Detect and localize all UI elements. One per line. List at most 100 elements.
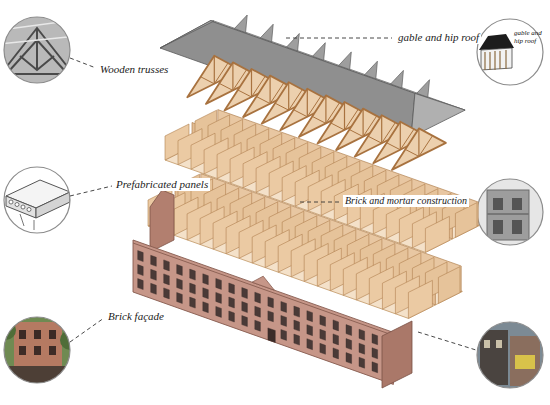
facade-window bbox=[216, 278, 222, 289]
partition-wall bbox=[438, 267, 460, 304]
truss-web bbox=[288, 82, 289, 110]
facade-window bbox=[255, 320, 261, 331]
facade-window bbox=[164, 274, 170, 285]
facade-window bbox=[164, 288, 170, 299]
callout-label: Brick façade bbox=[106, 310, 166, 323]
facade-window bbox=[255, 306, 261, 317]
leader-line bbox=[286, 38, 392, 39]
brick-facade bbox=[133, 240, 393, 384]
truss-photo bbox=[0, 14, 76, 86]
masonry-photo bbox=[477, 179, 543, 245]
facade-window bbox=[177, 293, 183, 304]
facade-window bbox=[203, 302, 209, 313]
facade-window bbox=[294, 334, 300, 345]
facade-window bbox=[320, 329, 326, 340]
building-exploded bbox=[133, 15, 479, 388]
photo-frame bbox=[477, 179, 543, 245]
facade-window bbox=[281, 330, 287, 341]
leader-line bbox=[70, 318, 104, 342]
roof-hip bbox=[160, 21, 214, 48]
leader-lines bbox=[70, 38, 476, 350]
facade-window bbox=[320, 343, 326, 354]
truss-web bbox=[405, 149, 419, 156]
facade-window bbox=[164, 260, 170, 271]
facade-window bbox=[229, 297, 235, 308]
facade-window bbox=[177, 265, 183, 276]
facade-window bbox=[346, 325, 352, 336]
photo-frame bbox=[4, 317, 70, 383]
facade-window bbox=[138, 251, 144, 262]
callout-label: Wooden trusses bbox=[98, 63, 170, 76]
photo-frame bbox=[477, 322, 543, 388]
truss-web bbox=[363, 109, 364, 137]
facade-pediment bbox=[252, 276, 274, 290]
facade-window bbox=[320, 315, 326, 326]
truss-web bbox=[387, 143, 401, 150]
callout-label: gable and hip roof bbox=[396, 31, 481, 44]
facade-photo bbox=[0, 315, 80, 388]
facade-window bbox=[372, 334, 378, 345]
facade-window bbox=[359, 329, 365, 340]
facade-window bbox=[307, 311, 313, 322]
facade-window bbox=[190, 297, 196, 308]
facade-window bbox=[307, 339, 313, 350]
partition-wall bbox=[455, 203, 477, 238]
facade-window bbox=[294, 320, 300, 331]
facade-window bbox=[229, 311, 235, 322]
truss-web bbox=[331, 123, 345, 130]
truss-web bbox=[275, 103, 289, 110]
callout-label: Prefabricated panels bbox=[114, 178, 210, 191]
truss-web bbox=[344, 102, 345, 130]
truss-web bbox=[368, 136, 382, 143]
facade-window bbox=[177, 279, 183, 290]
facade-window bbox=[216, 292, 222, 303]
truss-web bbox=[418, 128, 419, 156]
facade-window bbox=[372, 362, 378, 373]
facade-window bbox=[242, 316, 248, 327]
truss-web bbox=[419, 136, 433, 157]
leader-line bbox=[70, 58, 96, 68]
facade-window bbox=[190, 269, 196, 280]
facade-window bbox=[372, 348, 378, 359]
truss-web bbox=[256, 97, 270, 104]
photo-frame bbox=[477, 19, 543, 85]
truss-web bbox=[232, 62, 233, 90]
callout-label: Brick and mortar construction bbox=[343, 195, 469, 207]
photo-frame bbox=[4, 17, 70, 83]
facade-window bbox=[151, 255, 157, 266]
facade-window bbox=[359, 357, 365, 368]
facade-window bbox=[255, 292, 261, 303]
truss-web bbox=[238, 90, 252, 97]
truss-web bbox=[400, 122, 401, 150]
photo-frame bbox=[4, 167, 70, 233]
facade-window bbox=[268, 297, 274, 308]
truss-web bbox=[251, 69, 252, 97]
gable-end-wall bbox=[150, 190, 174, 252]
facade-window bbox=[268, 311, 274, 322]
facade-window bbox=[190, 283, 196, 294]
facade-window bbox=[281, 316, 287, 327]
facade-window bbox=[203, 288, 209, 299]
leader-line bbox=[70, 186, 112, 196]
leader-line bbox=[300, 202, 341, 203]
facade-window bbox=[333, 334, 339, 345]
truss-web bbox=[214, 56, 215, 84]
facade-window bbox=[242, 288, 248, 299]
facade-window bbox=[333, 320, 339, 331]
facade-window bbox=[229, 283, 235, 294]
wooden-truss bbox=[392, 128, 446, 170]
facade-window bbox=[216, 306, 222, 317]
end-wall bbox=[382, 321, 412, 388]
street-photo bbox=[477, 322, 543, 388]
facade-window bbox=[151, 283, 157, 294]
entrance-door bbox=[268, 328, 275, 343]
leader-line bbox=[418, 332, 476, 350]
roof-sketch bbox=[477, 19, 543, 85]
facade-window bbox=[307, 325, 313, 336]
cornice bbox=[133, 243, 393, 335]
truss-web bbox=[201, 77, 215, 84]
facade-window bbox=[242, 302, 248, 313]
facade-window bbox=[138, 265, 144, 276]
facade-window bbox=[203, 274, 209, 285]
